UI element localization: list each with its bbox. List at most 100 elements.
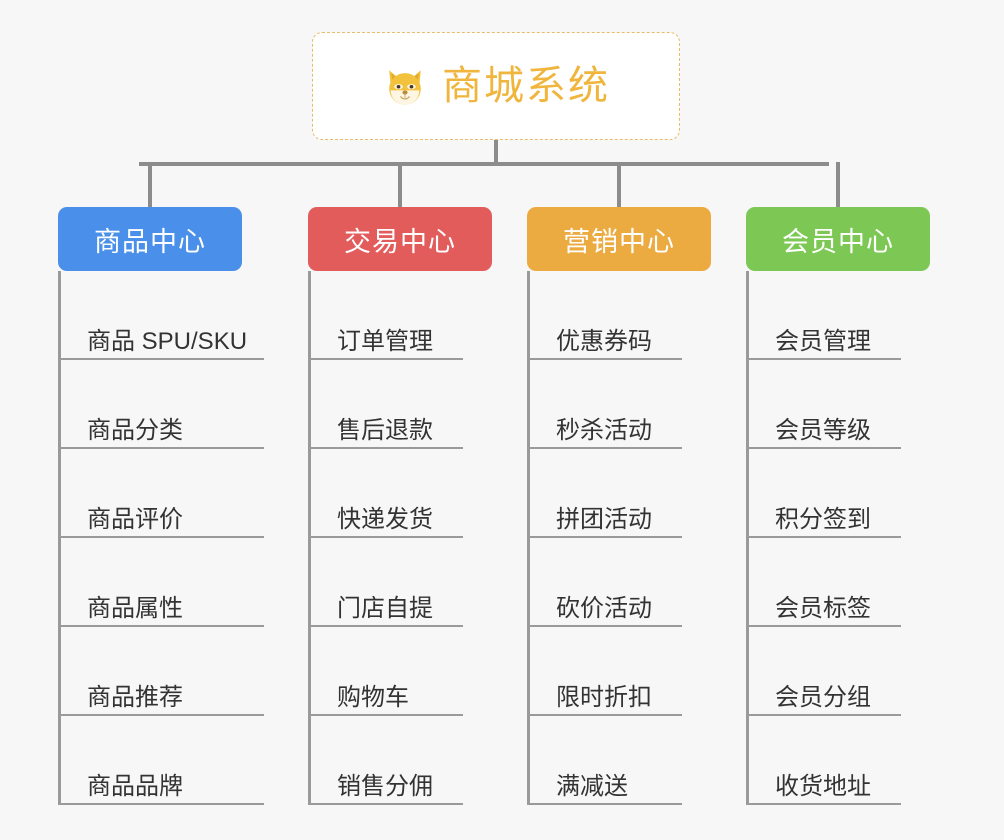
leaf-underline (746, 536, 901, 538)
category-header-4[interactable]: 会员中心 (746, 207, 930, 271)
category-header-label: 营销中心 (563, 226, 675, 257)
leaf-item-label: 会员标签 (775, 594, 871, 622)
leaf-spine-1 (58, 271, 61, 805)
category-column-4: 会员中心会员管理会员等级积分签到会员标签会员分组收货地址 (746, 207, 961, 805)
leaf-item[interactable]: 购物车 (308, 627, 523, 716)
leaf-underline (58, 803, 264, 805)
connector-drop-4 (836, 162, 840, 207)
leaf-underline (58, 536, 264, 538)
leaf-spine-3 (527, 271, 530, 805)
leaf-underline (308, 536, 463, 538)
leaf-underline (308, 625, 463, 627)
leaf-item[interactable]: 优惠券码 (527, 271, 742, 360)
leaf-item[interactable]: 商品推荐 (58, 627, 324, 716)
leaf-spine-4 (746, 271, 749, 805)
leaf-item-label: 商品属性 (87, 594, 183, 622)
leaf-item[interactable]: 收货地址 (746, 716, 961, 805)
leaf-list-2: 订单管理售后退款快递发货门店自提购物车销售分佣 (308, 271, 523, 805)
leaf-item[interactable]: 会员标签 (746, 538, 961, 627)
leaf-item-label: 售后退款 (337, 416, 433, 444)
connector-horizontal-bus (139, 162, 829, 166)
category-header-label: 会员中心 (782, 226, 894, 257)
leaf-item-label: 商品分类 (87, 416, 183, 444)
leaf-item[interactable]: 秒杀活动 (527, 360, 742, 449)
leaf-item[interactable]: 商品属性 (58, 538, 324, 627)
leaf-item-label: 销售分佣 (337, 772, 433, 800)
leaf-item[interactable]: 商品 SPU/SKU (58, 271, 324, 360)
category-header-3[interactable]: 营销中心 (527, 207, 711, 271)
leaf-underline (308, 447, 463, 449)
leaf-underline (308, 803, 463, 805)
leaf-list-1: 商品 SPU/SKU 商品分类商品评价商品属性商品推荐商品品牌 (58, 271, 324, 805)
leaf-underline (527, 714, 682, 716)
leaf-underline (746, 358, 901, 360)
leaf-item[interactable]: 积分签到 (746, 449, 961, 538)
leaf-item[interactable]: 售后退款 (308, 360, 523, 449)
leaf-item-label: 商品推荐 (87, 683, 183, 711)
leaf-list-3: 优惠券码秒杀活动拼团活动砍价活动限时折扣满减送 (527, 271, 742, 805)
leaf-underline (527, 358, 682, 360)
leaf-underline (308, 714, 463, 716)
leaf-item-label: 满减送 (556, 772, 628, 800)
category-header-1[interactable]: 商品中心 (58, 207, 242, 271)
leaf-underline (746, 714, 901, 716)
leaf-item[interactable]: 门店自提 (308, 538, 523, 627)
leaf-item-label: 订单管理 (337, 327, 433, 355)
leaf-item[interactable]: 砍价活动 (527, 538, 742, 627)
leaf-item-label: 快递发货 (337, 505, 433, 533)
leaf-spine-2 (308, 271, 311, 805)
leaf-item-label: 购物车 (337, 683, 409, 711)
category-header-label: 商品中心 (94, 226, 206, 257)
leaf-item-label: 门店自提 (337, 594, 433, 622)
leaf-item[interactable]: 满减送 (527, 716, 742, 805)
category-column-2: 交易中心订单管理售后退款快递发货门店自提购物车销售分佣 (308, 207, 523, 805)
leaf-item-label: 拼团活动 (556, 505, 652, 533)
leaf-item[interactable]: 商品评价 (58, 449, 324, 538)
leaf-item[interactable]: 商品分类 (58, 360, 324, 449)
connector-root-stem (494, 140, 498, 165)
connector-drop-2 (398, 162, 402, 207)
leaf-item[interactable]: 会员分组 (746, 627, 961, 716)
leaf-underline (746, 625, 901, 627)
leaf-underline (58, 447, 264, 449)
leaf-item-label: 秒杀活动 (556, 416, 652, 444)
category-header-2[interactable]: 交易中心 (308, 207, 492, 271)
leaf-item-label: 收货地址 (775, 772, 871, 800)
leaf-underline (527, 536, 682, 538)
leaf-underline (58, 625, 264, 627)
leaf-item-label: 会员分组 (775, 683, 871, 711)
leaf-item[interactable]: 限时折扣 (527, 627, 742, 716)
leaf-underline (746, 447, 901, 449)
leaf-item[interactable]: 快递发货 (308, 449, 523, 538)
leaf-underline (746, 803, 901, 805)
leaf-item[interactable]: 订单管理 (308, 271, 523, 360)
leaf-item[interactable]: 会员等级 (746, 360, 961, 449)
leaf-item[interactable]: 会员管理 (746, 271, 961, 360)
leaf-item[interactable]: 拼团活动 (527, 449, 742, 538)
leaf-item-label: 商品 SPU/SKU (87, 327, 248, 355)
leaf-underline (527, 803, 682, 805)
connector-drop-3 (617, 162, 621, 207)
leaf-underline (308, 358, 463, 360)
leaf-item[interactable]: 商品品牌 (58, 716, 324, 805)
leaf-underline (58, 714, 264, 716)
leaf-item-label: 商品品牌 (87, 772, 183, 800)
leaf-item-label: 限时折扣 (556, 683, 652, 711)
leaf-item-label: 商品评价 (87, 505, 183, 533)
category-column-3: 营销中心优惠券码秒杀活动拼团活动砍价活动限时折扣满减送 (527, 207, 742, 805)
category-header-label: 交易中心 (344, 226, 456, 257)
leaf-item-label: 砍价活动 (556, 594, 652, 622)
leaf-underline (527, 625, 682, 627)
leaf-underline (527, 447, 682, 449)
leaf-item-label: 优惠券码 (556, 327, 652, 355)
root-node[interactable]: 商城系统 (312, 32, 680, 140)
leaf-item[interactable]: 销售分佣 (308, 716, 523, 805)
leaf-underline (58, 358, 264, 360)
leaf-item-label: 积分签到 (775, 505, 871, 533)
shiba-dog-icon (382, 63, 428, 109)
root-title: 商城系统 (442, 64, 610, 108)
leaf-item-label: 会员等级 (775, 416, 871, 444)
leaf-list-4: 会员管理会员等级积分签到会员标签会员分组收货地址 (746, 271, 961, 805)
category-column-1: 商品中心商品 SPU/SKU 商品分类商品评价商品属性商品推荐商品品牌 (58, 207, 324, 805)
